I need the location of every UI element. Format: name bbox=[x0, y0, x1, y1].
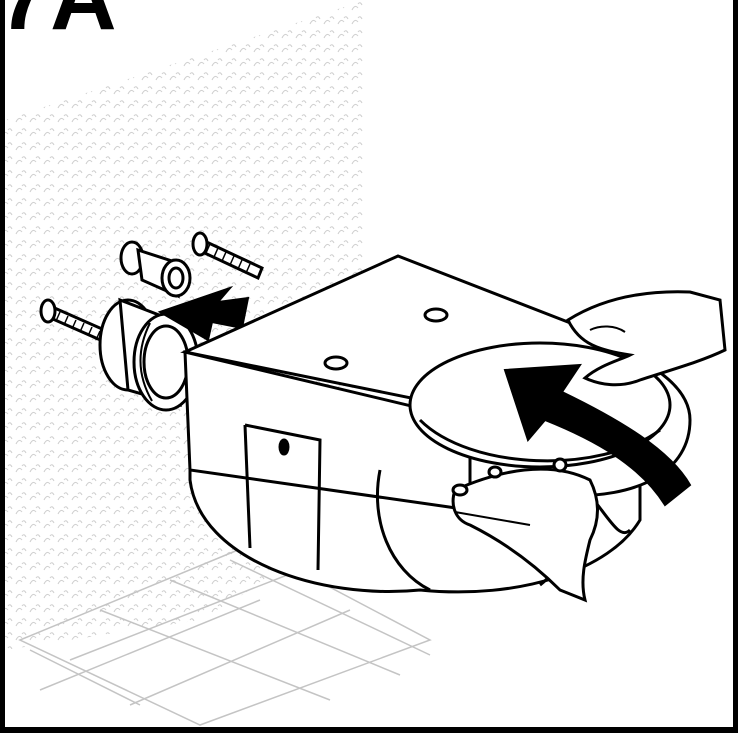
step-number: 7A bbox=[0, 0, 118, 44]
